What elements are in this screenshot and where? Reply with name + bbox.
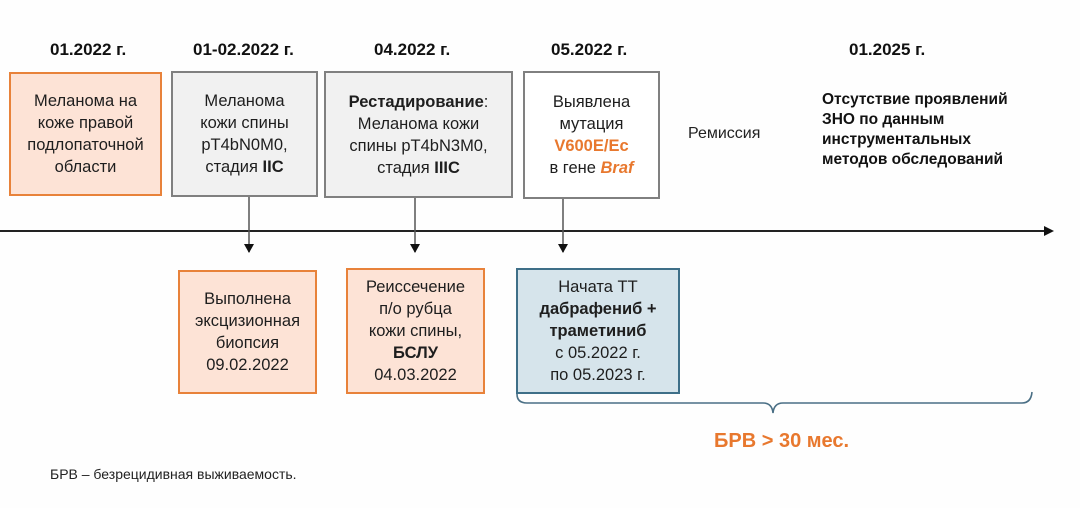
box-text: коже правой — [37, 114, 134, 132]
box-text: : — [483, 92, 489, 111]
date-label: 01.2022 г. — [50, 40, 127, 59]
drug-label: траметиниб — [549, 322, 647, 340]
brv-label: БРВ > 30 мес. — [714, 430, 850, 452]
box-text: 09.02.2022 — [206, 356, 289, 374]
event-box-biopsy: Выполнена эксцизионная биопсия 09.02.202… — [178, 270, 317, 394]
box-date: 04.03.2022 — [374, 366, 457, 384]
box-text: п/о рубца — [379, 300, 452, 318]
stage-label: IIC — [262, 158, 284, 176]
date-label: 04.2022 г. — [374, 40, 451, 59]
mutation-label: V600E/Ec — [554, 137, 629, 155]
box-text: биопсия — [215, 334, 280, 352]
outcome-text: Отсутствие проявлений ЗНО по данным инст… — [822, 90, 1008, 170]
brace — [516, 391, 1033, 414]
box-text: в гене — [549, 159, 601, 177]
box-date: по 05.2023 г. — [550, 366, 646, 384]
box-text: области — [54, 158, 117, 176]
outcome-line: ЗНО по данным — [822, 111, 945, 128]
box-text: Меланома на — [33, 92, 138, 110]
box-text: кожи спины — [200, 114, 289, 132]
box-text: стадия — [377, 158, 435, 177]
date-label: 01.2025 г. — [849, 40, 926, 59]
date-label: 01-02.2022 г. — [193, 40, 294, 59]
box-text: кожи спины, — [368, 322, 463, 340]
box-text: стадия — [205, 158, 263, 176]
outcome-line: инструментальных — [822, 131, 972, 148]
event-box-reexcision: Реиссечение п/о рубца кожи спины, БСЛУ 0… — [346, 268, 485, 394]
stage-label: IIIC — [434, 158, 460, 177]
box-text-bold: БСЛУ — [393, 344, 438, 362]
box-date: с 05.2022 г. — [555, 344, 641, 362]
box-text: подлопаточной — [27, 136, 144, 154]
drug-label: дабрафениб + — [539, 300, 657, 318]
box-text: эксцизионная — [194, 312, 301, 330]
box-title: Рестадирование — [348, 92, 484, 111]
box-text: Выполнена — [204, 290, 291, 308]
event-box-therapy: Начата ТТ дабрафениб + траметиниб с 05.2… — [516, 268, 680, 394]
remission-label: Ремиссия — [688, 125, 761, 142]
event-box-staging: Меланома кожи спины pT4bN0M0, стадия IIC — [171, 71, 318, 197]
event-box-restaging: Рестадирование: Меланома кожи спины pT4b… — [324, 71, 513, 198]
box-text: мутация — [559, 115, 624, 133]
date-label: 05.2022 г. — [551, 40, 628, 59]
outcome-line: методов обследований — [822, 151, 1004, 168]
event-box-diagnosis: Меланома на коже правой подлопаточной об… — [9, 72, 162, 196]
box-text: спины pT4bN3M0, — [349, 136, 488, 155]
box-text: Меланома кожи — [357, 114, 480, 133]
box-text: Реиссечение — [365, 278, 466, 296]
event-box-mutation: Выявлена мутация V600E/Ec в гене Braf — [523, 71, 660, 199]
box-text: pT4bN0M0, — [201, 136, 288, 154]
box-text: Начата ТТ — [558, 278, 638, 296]
footnote: БРВ – безрецидивная выживаемость. — [50, 466, 297, 482]
box-text: Выявлена — [552, 93, 631, 111]
outcome-line: Отсутствие проявлений — [822, 91, 1008, 108]
gene-label: Braf — [600, 159, 634, 177]
box-text: Меланома — [204, 92, 285, 110]
